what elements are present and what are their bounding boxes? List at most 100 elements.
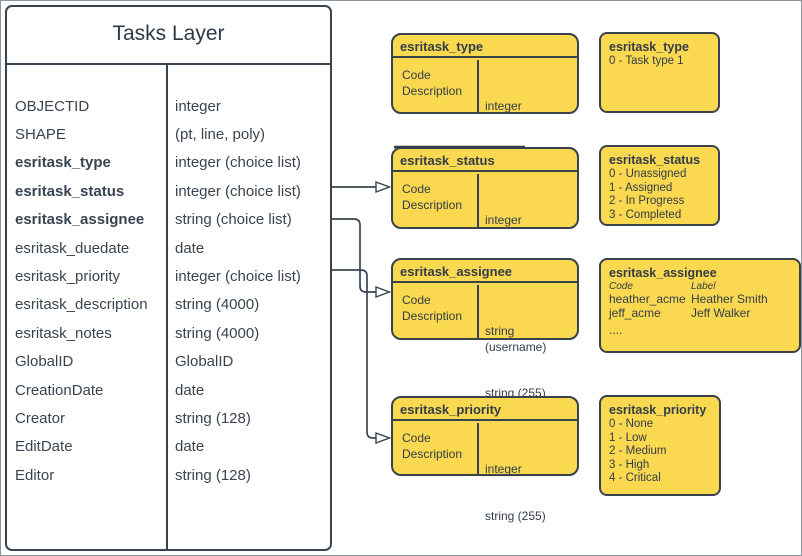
- value-code: heather_acme: [609, 292, 686, 306]
- domain-table-esritask-priority: esritask_priority Code Description integ…: [391, 396, 579, 523]
- field-name: esritask_assignee: [15, 211, 145, 229]
- domain-table-title: esritask_type: [393, 35, 577, 58]
- code-type: integer: [485, 99, 522, 113]
- value-item: 0 - Unassigned: [609, 168, 687, 180]
- code-label: Code: [402, 182, 431, 196]
- field-row: EditDate date: [7, 433, 330, 461]
- field-type: string (128): [175, 466, 251, 484]
- field-type: string (choice list): [175, 211, 292, 229]
- value-list-esritask-type: esritask_type 0 - Task type 1: [599, 32, 720, 113]
- field-type: string (128): [175, 409, 251, 427]
- value-list-title: esritask_status: [609, 153, 701, 167]
- field-name: esritask_duedate: [15, 239, 130, 257]
- field-name: EditDate: [15, 438, 73, 456]
- field-name: Creator: [15, 409, 66, 427]
- description-label: Description: [402, 83, 463, 98]
- domain-field-labels: Code Description: [402, 431, 462, 462]
- field-row: esritask_assignee string (choice list): [7, 206, 330, 234]
- field-name: esritask_description: [15, 296, 148, 314]
- field-name: OBJECTID: [15, 97, 90, 115]
- value-item: 3 - High: [609, 458, 650, 471]
- value-item: 1 - Low: [609, 431, 647, 444]
- value-list-title: esritask_priority: [609, 403, 707, 417]
- field-type: integer (choice list): [175, 268, 301, 286]
- code-column-header: Code: [609, 281, 633, 292]
- field-row: Editor string (128): [7, 461, 330, 489]
- table-title: Tasks Layer: [112, 22, 225, 45]
- domain-table-title: esritask_priority: [393, 398, 577, 421]
- description-type: string (255): [485, 508, 546, 523]
- value-row: jeff_acme Jeff Walker: [609, 305, 791, 321]
- field-name: GlobalID: [15, 353, 74, 371]
- arrowhead-status-icon: [375, 180, 392, 194]
- description-label: Description: [402, 308, 463, 323]
- field-type: date: [175, 381, 205, 399]
- field-row: esritask_type integer (choice list): [7, 149, 330, 177]
- value-item: 0 - Task type 1: [609, 55, 684, 67]
- code-label: Code: [402, 68, 431, 82]
- domain-table-title: esritask_status: [393, 149, 577, 172]
- value-item: 1 - Assigned: [609, 181, 673, 194]
- field-name: Editor: [15, 466, 55, 484]
- tasks-layer-header: Tasks Layer: [7, 7, 330, 65]
- domain-field-labels: Code Description: [402, 293, 462, 324]
- field-type: string (4000): [175, 296, 260, 314]
- ellipsis: ....: [609, 323, 623, 337]
- field-type: string (4000): [175, 324, 260, 342]
- code-type: integer: [485, 213, 522, 227]
- value-list-esritask-status: esritask_status 0 - Unassigned 1 - Assig…: [599, 145, 720, 226]
- arrowhead-assignee-icon: [375, 285, 392, 299]
- field-type: (pt, line, poly): [175, 126, 266, 144]
- column-divider: [166, 65, 168, 549]
- domain-column-divider: [477, 174, 479, 227]
- domain-field-labels: Code Description: [402, 68, 462, 99]
- code-label: Code: [402, 431, 431, 445]
- label-column-header: Label: [691, 281, 716, 292]
- field-name: esritask_notes: [15, 324, 112, 342]
- value-item: 4 - Critical: [609, 472, 661, 485]
- field-name: esritask_priority: [15, 268, 121, 286]
- field-row: GlobalID GlobalID: [7, 348, 330, 376]
- value-code: jeff_acme: [609, 305, 661, 320]
- domain-table-esritask-assignee: esritask_assignee Code Description strin…: [391, 258, 579, 400]
- field-name: CreationDate: [15, 381, 104, 399]
- domain-table-body: Code Description integer string (255): [393, 174, 577, 274]
- value-list-esritask-assignee: esritask_assignee Code Label heather_acm…: [599, 258, 801, 353]
- domain-table-title: esritask_assignee: [393, 260, 577, 283]
- value-list-esritask-priority: esritask_priority 0 - None 1 - Low 2 - M…: [599, 395, 721, 496]
- field-type: date: [175, 239, 205, 257]
- value-row-ellipsis: ....: [609, 323, 791, 338]
- value-list-column-headers: Code Label: [609, 281, 791, 293]
- domain-column-divider: [477, 423, 479, 474]
- value-item: 2 - In Progress: [609, 195, 685, 208]
- value-row: heather_acme Heather Smith: [609, 292, 791, 307]
- field-type: integer (choice list): [175, 182, 301, 200]
- code-type: integer: [485, 462, 522, 476]
- connector-assignee: [332, 218, 376, 293]
- code-label: Code: [402, 293, 431, 307]
- arrowhead-priority-icon: [375, 431, 392, 445]
- domain-field-types: integer string (255): [485, 431, 546, 555]
- connector-priority: [332, 269, 376, 439]
- value-label: Jeff Walker: [691, 305, 751, 320]
- field-row: CreationDate date: [7, 376, 330, 404]
- field-type: date: [175, 438, 205, 456]
- field-name: esritask_status: [15, 182, 125, 200]
- value-item: 0 - None: [609, 418, 654, 430]
- field-row: esritask_priority integer (choice list): [7, 262, 330, 290]
- value-item: 3 - Completed: [609, 208, 682, 221]
- field-type: integer (choice list): [175, 154, 301, 172]
- field-row: esritask_notes string (4000): [7, 319, 330, 347]
- domain-table-body: Code Description integer string (255): [393, 423, 577, 523]
- domain-column-divider: [477, 285, 479, 338]
- field-name: SHAPE: [15, 126, 66, 144]
- field-row: esritask_description string (4000): [7, 291, 330, 319]
- field-type: GlobalID: [175, 353, 234, 371]
- field-name: esritask_type: [15, 154, 111, 172]
- value-item: 2 - Medium: [609, 445, 667, 458]
- field-row: esritask_duedate date: [7, 234, 330, 262]
